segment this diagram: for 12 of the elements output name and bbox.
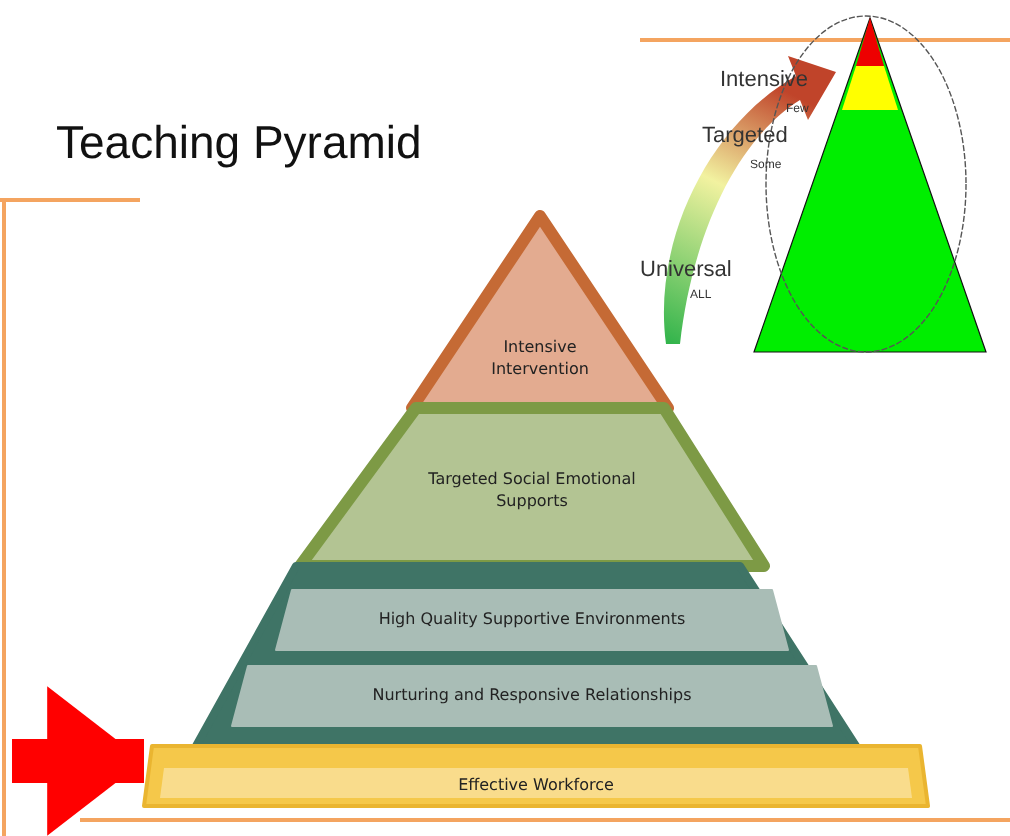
tier-label: Intensive Intervention <box>489 336 591 380</box>
tier-label: Nurturing and Responsive Relationships <box>370 684 694 706</box>
pyramid-tier <box>300 408 764 566</box>
pyramid-tier <box>196 566 856 746</box>
tier-panel <box>276 590 788 650</box>
tier-label: Targeted Social Emotional Supports <box>426 468 638 512</box>
pyramid-tier <box>144 746 928 806</box>
tier-label: High Quality Supportive Environments <box>376 608 688 630</box>
tier-label: Effective Workforce <box>456 774 616 796</box>
title: Teaching Pyramid <box>56 116 422 170</box>
tier-panel <box>232 666 832 726</box>
arrow <box>12 686 144 836</box>
